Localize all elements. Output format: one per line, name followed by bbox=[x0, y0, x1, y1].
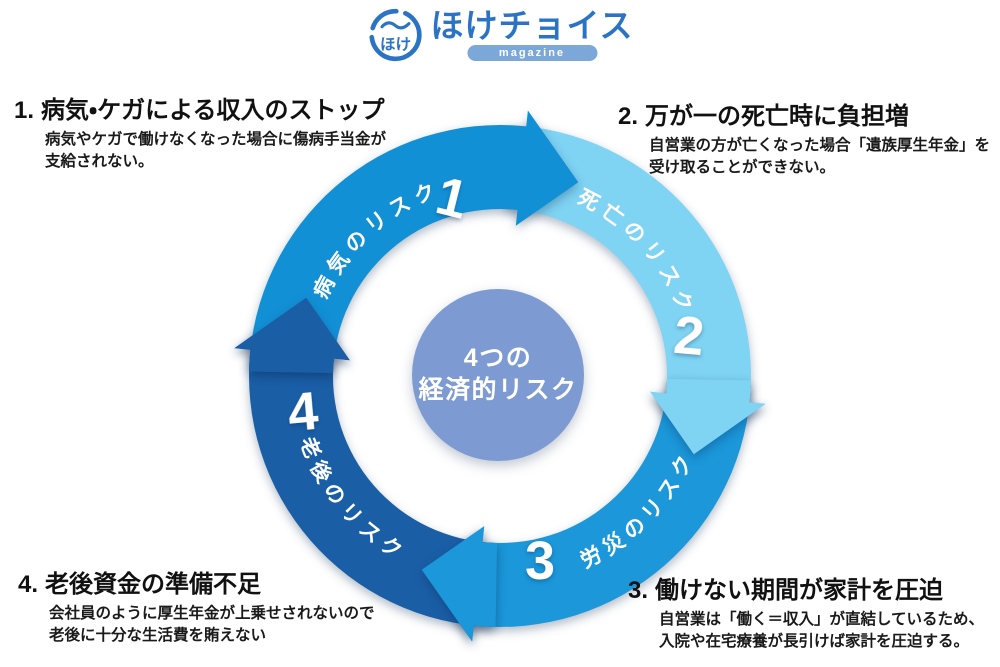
risk-title: 万が一の死亡時に負担増 bbox=[645, 103, 910, 130]
risk-item-3: 3. 働けない期間が家計を圧迫 自営業は「働く＝収入」が直結しているため、 入院… bbox=[628, 577, 985, 653]
risk-desc-line: 自営業は「働く＝収入」が直結しているため、 bbox=[659, 611, 985, 629]
risk-item-1: 1. 病気・ケガによる収入のストップ 病気やケガで働けなくなった場合に傷病手当金… bbox=[14, 97, 387, 173]
risk-desc-line: 老後に十分な生活費を賄えない bbox=[49, 627, 267, 645]
ring-segment-2 bbox=[505, 125, 766, 455]
risk-item-4: 4. 老後資金の準備不足 会社員のように厚生年金が上乗せされないので 老後に十分… bbox=[18, 571, 375, 647]
logo-mark-text: ほけ bbox=[380, 36, 411, 54]
ring-number-2: 2 bbox=[671, 305, 706, 367]
risk-number: 2. bbox=[618, 103, 639, 130]
ring-number-4: 4 bbox=[285, 381, 320, 443]
center-label: 4つの経済的リスク bbox=[417, 344, 577, 404]
center-circle bbox=[412, 289, 584, 461]
ring-arrowhead-2 bbox=[650, 378, 766, 455]
logo: ほけ ほけチョイス magazine bbox=[366, 6, 633, 64]
risk-desc-line: 受け取ることができない。 bbox=[649, 159, 836, 177]
risk-number: 3. bbox=[628, 577, 649, 604]
ring-arrowhead-4 bbox=[234, 297, 350, 374]
risk-desc-line: 自営業の方が亡くなった場合「遺族厚生年金」を bbox=[649, 137, 991, 155]
risk-title: 病気・ケガによる収入のストップ bbox=[41, 97, 385, 124]
risk-number: 1. bbox=[14, 97, 35, 124]
risk-desc-line: 入院や在宅療養が長引けば家計を圧迫する。 bbox=[659, 633, 970, 651]
risk-item-2: 2. 万が一の死亡時に負担増 自営業の方が亡くなった場合「遺族厚生年金」を 受け… bbox=[618, 103, 991, 179]
risk-number: 4. bbox=[18, 571, 39, 598]
ring-segment-3 bbox=[421, 381, 751, 642]
logo-badge: magazine bbox=[466, 44, 597, 61]
risk-desc-line: 会社員のように厚生年金が上乗せされないので bbox=[49, 605, 375, 623]
logo-brand: ほけチョイス bbox=[430, 7, 634, 45]
risk-desc-line: 病気やケガで働けなくなった場合に傷病手当金が bbox=[45, 131, 387, 149]
ring-arrowhead-3 bbox=[421, 526, 498, 642]
risk-title: 働けない期間が家計を圧迫 bbox=[655, 577, 944, 604]
ring-segment-4 bbox=[234, 297, 495, 627]
risk-title: 老後資金の準備不足 bbox=[45, 571, 262, 598]
ring-segment-1 bbox=[249, 110, 579, 371]
ring-number-3: 3 bbox=[525, 531, 555, 591]
risk-desc-line: 支給されない。 bbox=[45, 153, 154, 171]
logo-mark-icon: ほけ bbox=[369, 8, 422, 62]
